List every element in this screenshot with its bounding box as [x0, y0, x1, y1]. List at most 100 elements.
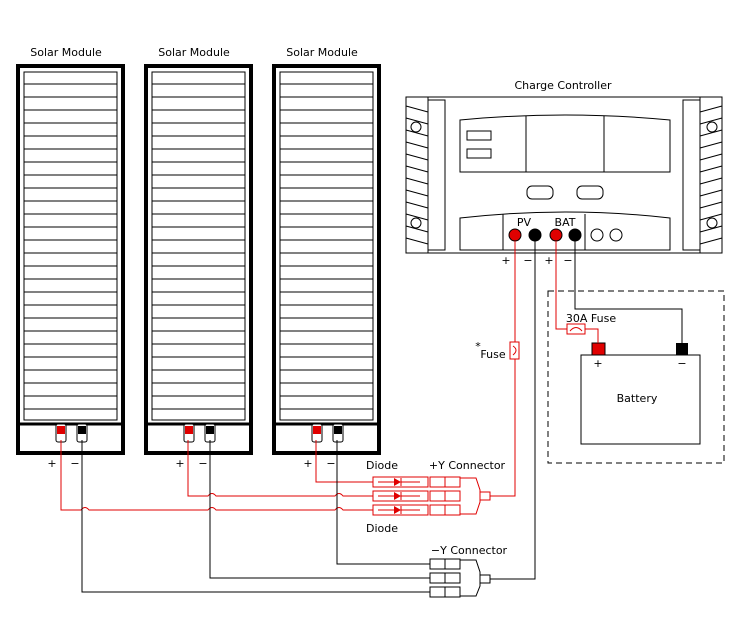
- heatsink-fin: [405, 201, 429, 209]
- heatsink-fin: [699, 177, 723, 185]
- diode-icon: [394, 506, 401, 514]
- controller-display: [459, 114, 671, 173]
- module1-positive-wire: [60, 440, 373, 511]
- module-panel: [151, 71, 246, 421]
- heatsink-fin: [405, 225, 429, 233]
- module-positive-terminal: [57, 426, 65, 434]
- module1-negative-wire: [81, 440, 430, 593]
- bat-label: BAT: [555, 216, 576, 229]
- plus-y-connector: [460, 477, 496, 515]
- heatsink-fin: [699, 117, 723, 125]
- controller-title: Charge Controller: [514, 79, 612, 92]
- diode-icon: [394, 478, 401, 486]
- solar-module: Solar Module + −: [272, 46, 381, 470]
- load-terminal: [590, 228, 604, 242]
- bat-negative-wire: [574, 241, 683, 343]
- pv-negative-terminal[interactable]: [528, 228, 542, 242]
- battery-plus-sign: +: [593, 357, 602, 370]
- module-minus-sign: −: [70, 457, 79, 470]
- heatsink-fin: [405, 213, 429, 221]
- module-positive-terminal: [185, 426, 193, 434]
- mount-hole-icon: [410, 121, 422, 133]
- battery-enclosure: [547, 290, 725, 464]
- heatsink-fin: [699, 165, 723, 173]
- pv-fuse-icon: [509, 341, 520, 360]
- heatsink-fin: [405, 189, 429, 197]
- controller-button[interactable]: [526, 185, 554, 200]
- inline-diode: [372, 476, 461, 488]
- inline-diode: [372, 490, 461, 502]
- battery-body: [580, 354, 701, 445]
- module-title: Solar Module: [30, 46, 102, 59]
- pv-plus-sign: +: [501, 254, 510, 267]
- diode-icon: [394, 492, 401, 500]
- module-positive-terminal: [313, 426, 321, 434]
- module2-negative-wire: [209, 440, 430, 579]
- minus-y-connector-label: −Y Connector: [431, 544, 508, 557]
- module-plus-sign: +: [175, 457, 184, 470]
- module-title: Solar Module: [286, 46, 358, 59]
- module-panel: [279, 71, 374, 421]
- module3-positive-wire: [315, 440, 373, 483]
- module-plus-sign: +: [47, 457, 56, 470]
- module-negative-terminal: [206, 426, 214, 434]
- heatsink-fin: [405, 237, 429, 245]
- battery-fuse-icon: [566, 323, 586, 335]
- battery-positive-terminal[interactable]: [591, 342, 606, 356]
- module-negative-terminal: [78, 426, 86, 434]
- heatsink-fin: [699, 141, 723, 149]
- heatsink-fin: [699, 225, 723, 233]
- pv-minus-sign: −: [523, 254, 532, 267]
- module-minus-sign: −: [198, 457, 207, 470]
- mount-hole-icon: [706, 217, 718, 229]
- diode-bottom-label: Diode: [366, 522, 398, 535]
- heatsink-fin: [405, 129, 429, 137]
- plus-y-connector-label: +Y Connector: [429, 459, 506, 472]
- module-minus-sign: −: [326, 457, 335, 470]
- indicator-led: [466, 148, 492, 159]
- fuse-label: Fuse: [480, 348, 505, 361]
- heatsink-fin: [405, 117, 429, 125]
- battery-minus-sign: −: [677, 357, 686, 370]
- heatsink-fin: [405, 165, 429, 173]
- heatsink-fin: [699, 237, 723, 245]
- battery-negative-terminal[interactable]: [676, 343, 688, 355]
- bat-minus-sign: −: [563, 254, 572, 267]
- minus-y-connector: [429, 558, 498, 598]
- heatsink-fin: [405, 105, 429, 113]
- diode-top-label: Diode: [366, 459, 398, 472]
- bat-plus-sign: +: [544, 254, 553, 267]
- heatsink-fin: [699, 201, 723, 209]
- load-terminal: [609, 228, 623, 242]
- solar-module: Solar Module + −: [16, 46, 125, 470]
- module-negative-terminal: [334, 426, 342, 434]
- heatsink-fin: [405, 177, 429, 185]
- heatsink-fin: [699, 213, 723, 221]
- inline-diode: [372, 504, 461, 516]
- heatsink-fin: [405, 141, 429, 149]
- pv-negative-wire: [498, 241, 536, 580]
- bat-positive-wire: [555, 241, 567, 330]
- heatsink-fin: [405, 153, 429, 161]
- heatsink-fin: [699, 153, 723, 161]
- indicator-led: [466, 130, 492, 141]
- module-title: Solar Module: [158, 46, 230, 59]
- bat-positive-terminal[interactable]: [549, 228, 563, 242]
- controller-button[interactable]: [576, 185, 604, 200]
- solar-module: Solar Module + −: [144, 46, 253, 470]
- module-plus-sign: +: [303, 457, 312, 470]
- module-panel: [23, 71, 118, 421]
- battery-fuse-label: 30A Fuse: [566, 312, 616, 325]
- mount-hole-icon: [410, 217, 422, 229]
- pv-label: PV: [517, 216, 532, 229]
- fuse-asterisk: *: [475, 340, 481, 353]
- mount-hole-icon: [706, 121, 718, 133]
- heatsink-fin: [699, 129, 723, 137]
- module3-negative-wire: [336, 440, 430, 565]
- bat-negative-terminal[interactable]: [568, 228, 582, 242]
- module2-positive-wire: [187, 440, 373, 497]
- charge-controller: Charge Controller PV BAT: [405, 79, 723, 267]
- pv-positive-terminal[interactable]: [508, 228, 522, 242]
- heatsink-fin: [699, 105, 723, 113]
